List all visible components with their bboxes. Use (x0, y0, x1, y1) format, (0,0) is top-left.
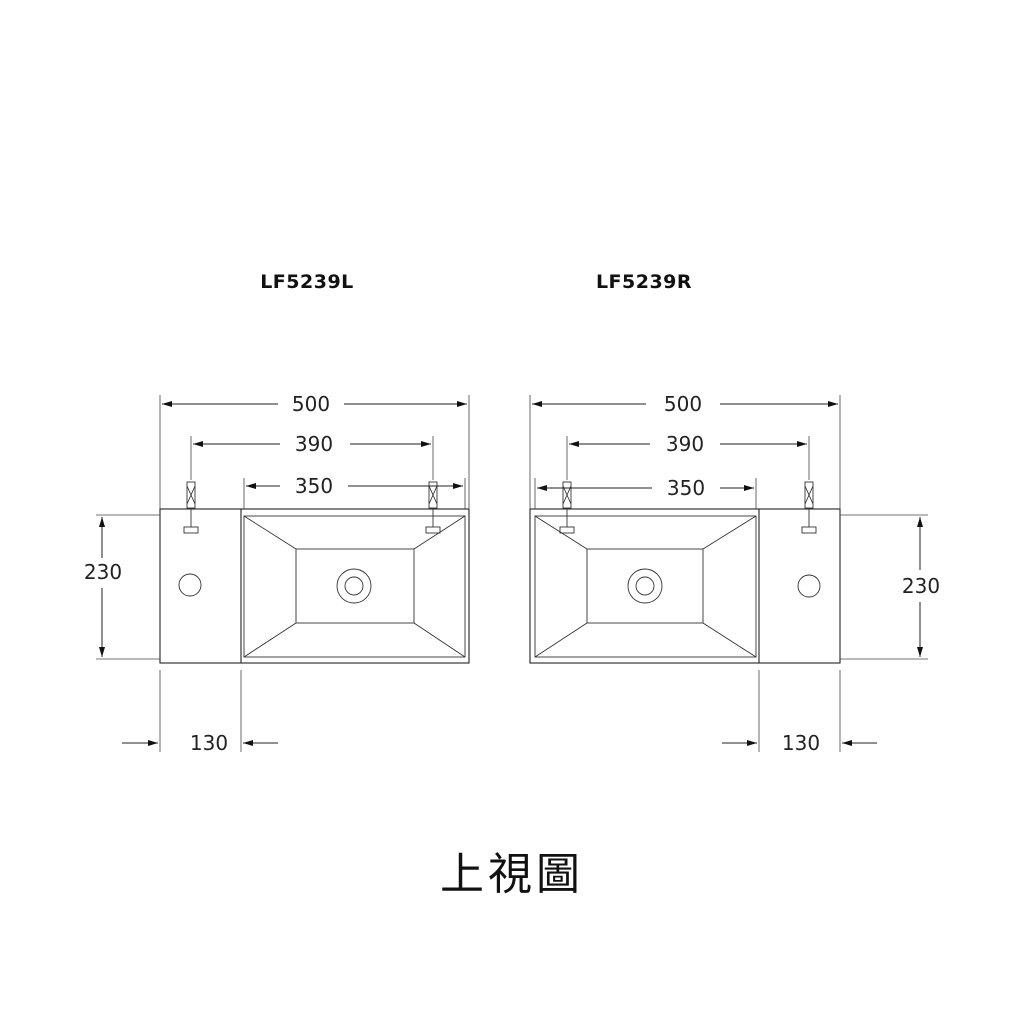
view-caption: 上視圖 (440, 849, 584, 900)
svg-text:130: 130 (782, 731, 820, 755)
svg-text:350: 350 (295, 474, 333, 498)
basin-outline (529, 508, 841, 664)
model-label: LF5239L (260, 271, 354, 293)
svg-text:390: 390 (666, 432, 704, 456)
faucet-marker-icon (183, 481, 199, 534)
extension-lines (529, 395, 928, 752)
svg-text:230: 230 (84, 560, 122, 584)
basin-outline (159, 508, 470, 664)
bowl (534, 515, 757, 658)
model-label: LF5239R (596, 271, 692, 293)
dimension-bowl-width: 350 (246, 474, 463, 498)
dimension-faucet-spacing: 390 (569, 432, 807, 456)
dimension-depth: 230 (84, 517, 122, 657)
dimension-faucet-spacing: 390 (193, 432, 431, 456)
dimension-overall-width: 500 (532, 392, 838, 416)
view-lf5239r: LF5239R (529, 271, 940, 755)
faucet-hole-icon (178, 573, 202, 597)
dimension-overall-width: 500 (162, 392, 467, 416)
drain-icon (336, 568, 372, 604)
drain-icon (627, 568, 663, 604)
extension-lines (96, 395, 470, 752)
overflow-marker-icon (425, 481, 441, 534)
svg-text:230: 230 (902, 574, 940, 598)
faucet-hole-icon (797, 574, 821, 598)
faucet-marker-icon (801, 481, 817, 534)
svg-text:350: 350 (667, 476, 705, 500)
dimension-deck-width: 130 (122, 731, 278, 755)
svg-text:130: 130 (190, 731, 228, 755)
view-lf5239l: LF5239L (84, 271, 470, 755)
dimension-bowl-width: 350 (537, 476, 754, 500)
svg-text:390: 390 (295, 432, 333, 456)
bowl (243, 515, 466, 658)
svg-text:500: 500 (664, 392, 702, 416)
overflow-marker-icon (559, 481, 575, 534)
dimension-depth: 230 (902, 517, 940, 657)
dimension-deck-width: 130 (722, 731, 877, 755)
svg-text:500: 500 (292, 392, 330, 416)
